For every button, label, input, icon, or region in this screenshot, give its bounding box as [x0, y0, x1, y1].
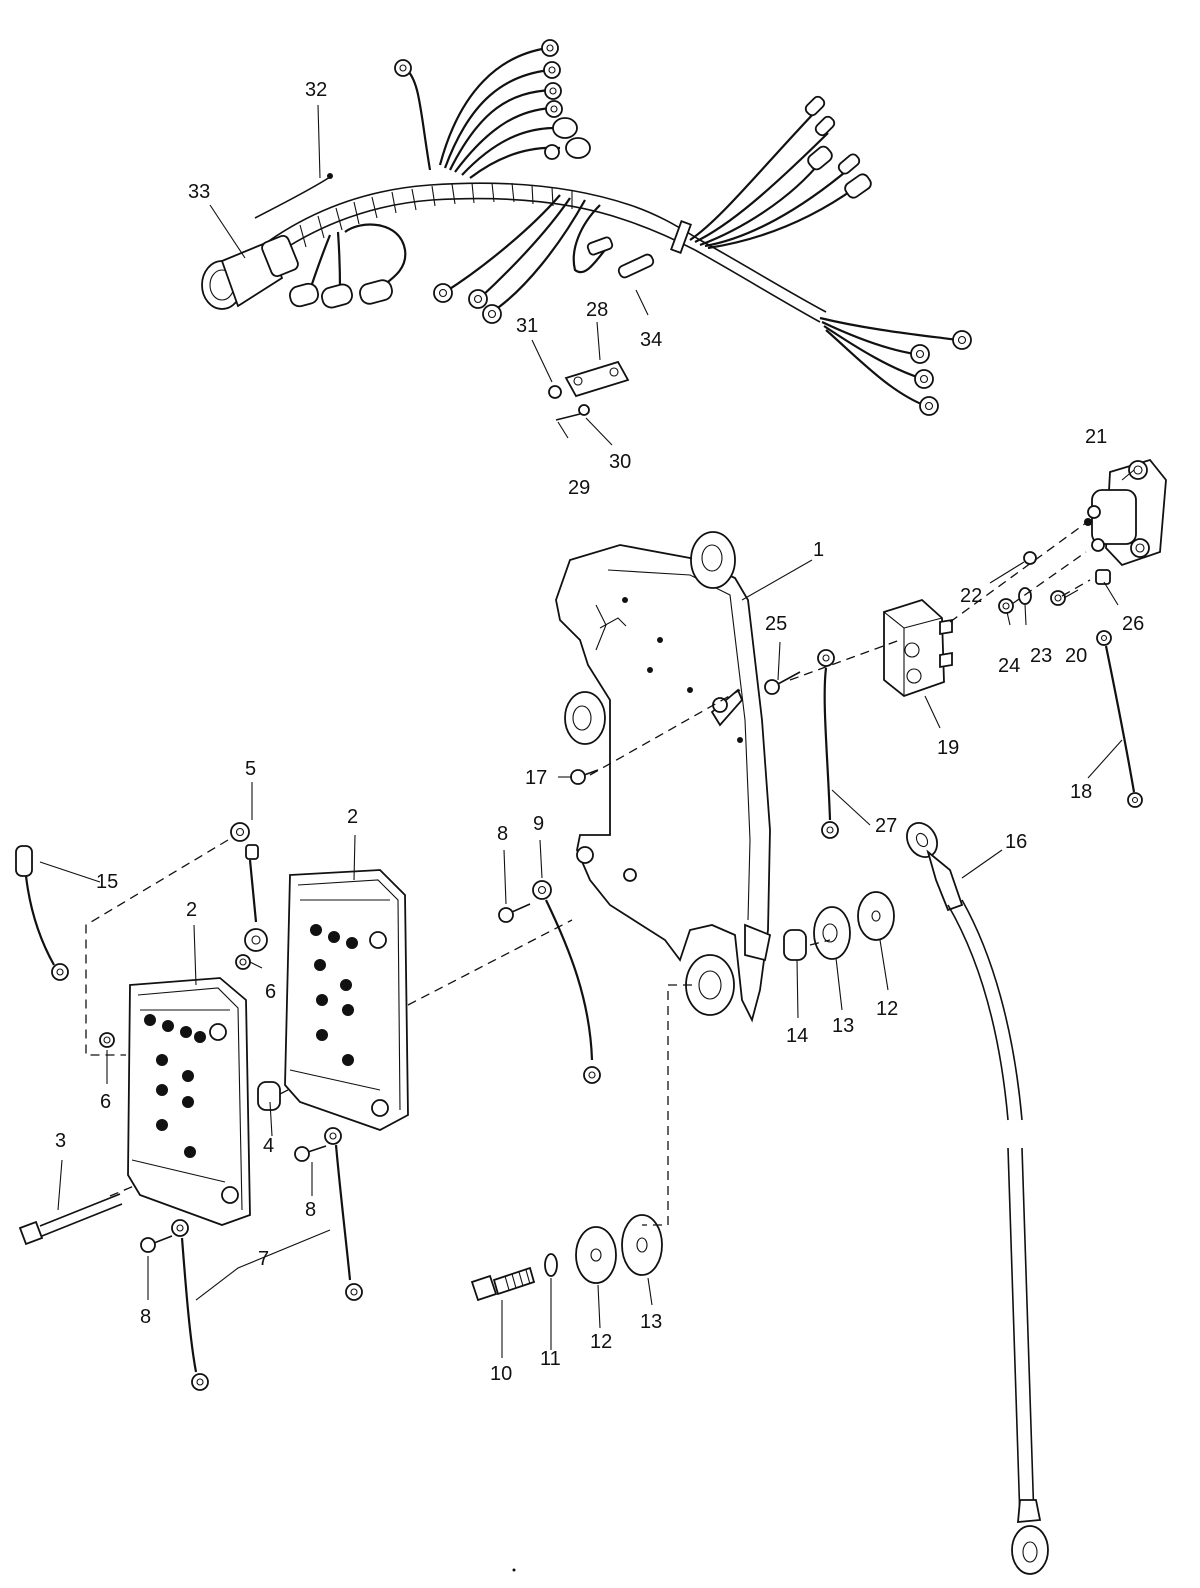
nut-6-lower: [99, 1032, 115, 1048]
label-25: 25: [765, 613, 787, 635]
screw-8-upper: [498, 903, 531, 923]
label-21: 21: [1085, 426, 1107, 448]
label-10: 10: [490, 1363, 512, 1385]
label-20: 20: [1065, 645, 1087, 667]
screw-8-lower: [140, 1235, 173, 1253]
label-15: 15: [96, 871, 118, 893]
screw-25: [764, 671, 801, 695]
label-2-rear: 2: [347, 806, 358, 828]
label-8-middle: 8: [305, 1199, 316, 1221]
assembly-lines: [85, 519, 1091, 1226]
washer-13-upper: [813, 906, 851, 960]
nut-6-upper: [235, 954, 251, 970]
screw-26: [1095, 569, 1111, 585]
label-7: 7: [258, 1248, 269, 1270]
cable-7-left: [171, 1219, 209, 1391]
fuse-34: [617, 253, 655, 279]
bolt-10: [470, 1266, 536, 1302]
label-32: 32: [305, 79, 327, 101]
battery-cable-16: [906, 822, 1049, 1575]
screw-17: [570, 769, 599, 785]
bolt-3: [18, 1193, 123, 1246]
label-8-lower: 8: [140, 1306, 151, 1328]
starter-solenoid-21: [1084, 458, 1167, 567]
screw-8-middle: [294, 1145, 327, 1162]
label-28: 28: [586, 299, 608, 321]
label-24: 24: [998, 655, 1020, 677]
label-19: 19: [937, 737, 959, 759]
ground-cable-9: [532, 880, 601, 1084]
label-31: 31: [516, 315, 538, 337]
nut-24: [998, 598, 1014, 614]
washer-23: [1018, 587, 1032, 605]
label-23: 23: [1030, 645, 1052, 667]
lockwasher-11: [544, 1253, 558, 1277]
label-2-front: 2: [186, 899, 197, 921]
label-18: 18: [1070, 781, 1092, 803]
leader-lines: [39, 104, 1135, 1358]
label-9: 9: [533, 813, 544, 835]
label-6-upper: 6: [265, 981, 276, 1003]
mounting-plate-1: [555, 531, 772, 1023]
label-26: 26: [1122, 613, 1144, 635]
cable-15: [15, 845, 69, 981]
harness-plug-33: [201, 234, 299, 310]
label-13-lower: 13: [640, 1311, 662, 1333]
ground-cable-27: [817, 649, 839, 839]
wiring-harness: [201, 39, 972, 416]
label-27: 27: [875, 815, 897, 837]
washer-13-lower: [621, 1214, 663, 1276]
bracket-28-hardware: [548, 360, 630, 421]
label-5: 5: [245, 758, 256, 780]
label-30: 30: [609, 451, 631, 473]
label-11: 11: [540, 1348, 561, 1370]
label-34: 34: [640, 329, 662, 351]
label-3: 3: [55, 1130, 66, 1152]
washer-12-upper: [857, 891, 895, 941]
label-13-upper: 13: [832, 1015, 854, 1037]
label-8-upper: 8: [497, 823, 508, 845]
label-33: 33: [188, 181, 210, 203]
label-12-lower: 12: [590, 1331, 612, 1353]
switch-box-2-front: [127, 977, 251, 1226]
cable-7-right: [324, 1127, 363, 1301]
label-4: 4: [263, 1135, 274, 1157]
label-16: 16: [1005, 831, 1027, 853]
spacer-14: [783, 929, 807, 961]
nut-22: [1023, 551, 1037, 565]
ring-terminals-upper: [394, 39, 591, 160]
label-29: 29: [568, 477, 590, 499]
label-12-upper: 12: [876, 998, 898, 1020]
washer-12-lower: [575, 1226, 617, 1284]
switch-box-2-rear: [284, 869, 409, 1131]
label-17: 17: [525, 767, 547, 789]
terminal-block-19: [883, 598, 953, 698]
nut-20: [1050, 590, 1066, 606]
cable-tie-32: [254, 176, 331, 219]
label-14: 14: [786, 1025, 808, 1047]
cable-5: [230, 822, 268, 952]
spacer-4: [257, 1081, 281, 1111]
label-22: 22: [960, 585, 982, 607]
part-labels: 1 2 2 3 4 5 6 6 7 8 8 8 9 10 11 12 12 13…: [55, 79, 1144, 1385]
label-6-lower: 6: [100, 1091, 111, 1113]
cable-18: [1096, 630, 1143, 808]
label-1: 1: [813, 539, 824, 561]
